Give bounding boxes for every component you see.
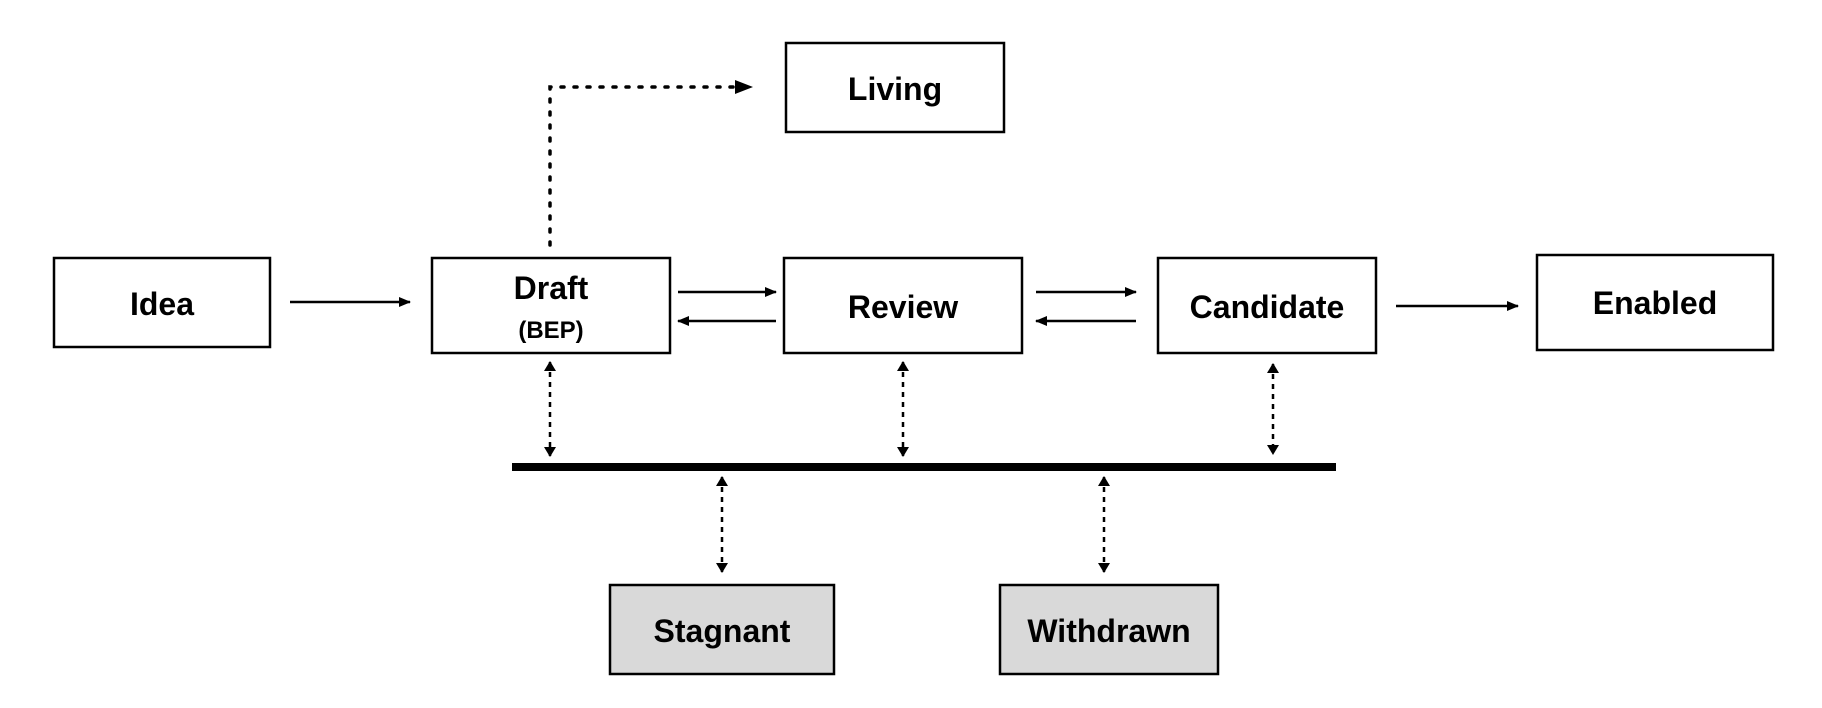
node-draft-sublabel: (BEP): [518, 317, 583, 344]
status-bus-bar: [512, 463, 1336, 471]
node-stagnant: Stagnant: [608, 583, 836, 676]
node-withdrawn: Withdrawn: [998, 583, 1220, 676]
node-review: Review: [782, 256, 1024, 355]
edge-draft-to-living: [548, 80, 754, 247]
node-draft-label: Draft: [514, 270, 589, 306]
node-draft: Draft (BEP): [430, 256, 672, 355]
node-enabled-label: Enabled: [1593, 285, 1717, 321]
node-idea: Idea: [52, 256, 272, 349]
node-living-label: Living: [848, 71, 942, 107]
node-enabled: Enabled: [1535, 253, 1775, 352]
node-idea-label: Idea: [130, 286, 194, 322]
node-candidate-label: Candidate: [1190, 289, 1345, 325]
node-withdrawn-label: Withdrawn: [1027, 613, 1190, 649]
node-candidate: Candidate: [1156, 256, 1378, 355]
node-review-label: Review: [848, 289, 958, 325]
node-living: Living: [784, 41, 1006, 134]
node-stagnant-label: Stagnant: [654, 613, 791, 649]
